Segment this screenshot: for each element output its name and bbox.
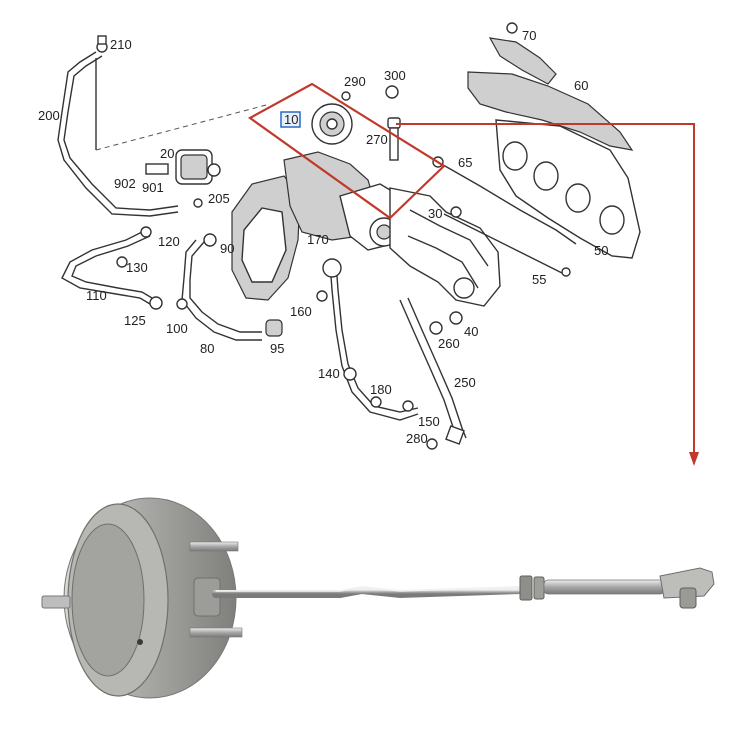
rod-end-pin <box>679 587 697 609</box>
adjuster-nut-2 <box>533 576 545 600</box>
vacuum-nipple <box>41 595 71 609</box>
label-300: 300 <box>384 68 406 83</box>
label-250: 250 <box>454 375 476 390</box>
mounting-stud-bottom <box>189 627 243 638</box>
actuator-rod-edge <box>216 586 521 592</box>
label-200: 200 <box>38 108 60 123</box>
label-95: 95 <box>270 341 284 356</box>
dashed-guide <box>95 103 271 151</box>
label-205: 205 <box>208 191 230 206</box>
label-901: 901 <box>142 180 164 195</box>
hose-200 <box>57 35 179 217</box>
part-20-valve <box>145 149 221 208</box>
label-170: 170 <box>307 232 329 247</box>
label-110: 110 <box>86 288 107 303</box>
label-130: 130 <box>126 260 148 275</box>
gasket-50 <box>495 119 641 259</box>
highlight-region <box>247 82 446 220</box>
label-290: 290 <box>344 74 366 89</box>
label-210: 210 <box>110 37 132 52</box>
actuator-rod <box>212 585 524 599</box>
exhaust-manifold <box>389 187 501 307</box>
label-270: 270 <box>366 132 388 147</box>
label-30: 30 <box>428 206 442 221</box>
heat-shield-60 <box>467 22 634 151</box>
label-90: 90 <box>220 241 234 256</box>
actuator-photo <box>41 497 715 699</box>
mounting-stud-top <box>189 541 239 552</box>
label-100: 100 <box>166 321 188 336</box>
pipe-110 <box>61 226 163 310</box>
label-10-selected: 10 <box>284 112 298 127</box>
label-50: 50 <box>594 243 608 258</box>
rod-end-eye <box>659 567 715 599</box>
label-902: 902 <box>114 176 136 191</box>
bracket-55 <box>432 156 577 277</box>
label-260: 260 <box>438 336 460 351</box>
label-150: 150 <box>418 414 440 429</box>
label-70: 70 <box>522 28 536 43</box>
label-20: 20 <box>160 146 174 161</box>
adjuster-nut-1 <box>519 575 533 601</box>
threaded-sleeve <box>543 579 665 595</box>
leader-arrowhead <box>689 452 699 466</box>
leader-line <box>396 123 695 456</box>
support-250 <box>399 297 467 450</box>
label-140: 140 <box>318 366 340 381</box>
label-280: 280 <box>406 431 428 446</box>
label-65: 65 <box>458 155 472 170</box>
selected-part-box <box>280 111 301 128</box>
pipe-80 <box>176 233 283 341</box>
label-60: 60 <box>574 78 588 93</box>
label-80: 80 <box>200 341 214 356</box>
label-125: 125 <box>124 313 146 328</box>
oil-line-140 <box>316 258 419 421</box>
label-55: 55 <box>532 272 546 287</box>
label-180: 180 <box>370 382 392 397</box>
label-160: 160 <box>290 304 312 319</box>
canister-vent-hole <box>137 639 143 645</box>
label-120: 120 <box>158 234 180 249</box>
actuator-canister-face <box>71 523 145 677</box>
label-40: 40 <box>464 324 478 339</box>
